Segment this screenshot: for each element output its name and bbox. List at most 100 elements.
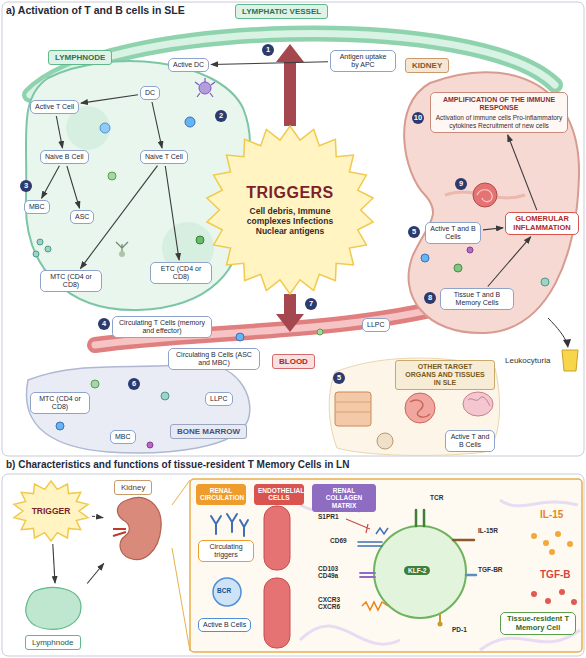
region-outline xyxy=(26,588,81,630)
label-text: Circulating B Cells (ASC and MBC) xyxy=(173,351,255,367)
label-text: RENAL CIRCULATION xyxy=(200,487,242,502)
target-organ xyxy=(463,392,493,416)
endothelial-cell xyxy=(264,578,290,648)
label-wrap: IL-15R xyxy=(478,527,498,534)
label-wrap: CD103 CD49a xyxy=(318,565,358,580)
cell-label: MTC (CD4 or CD8) xyxy=(30,392,90,414)
cytokine-dots xyxy=(549,549,555,555)
label-text: Tissue T and B Memory Cells xyxy=(445,291,509,307)
target-organ xyxy=(410,400,430,417)
receptor-name: BCR xyxy=(217,587,231,594)
dendritic-cell xyxy=(199,82,211,94)
dendritic-cell xyxy=(195,78,215,97)
lymphocyte xyxy=(119,251,125,257)
circulating-trigger-icon xyxy=(211,514,248,536)
leukocyturia-cup xyxy=(563,339,571,348)
connector-arrow xyxy=(87,564,104,584)
label-text: ASC xyxy=(75,213,89,221)
label-wrap: PD-1 xyxy=(452,626,467,633)
target-organ xyxy=(468,397,490,406)
label-wrap: KLF-2 xyxy=(404,566,430,575)
label-text: Tissue-resident T Memory Cell xyxy=(505,615,571,632)
label-text: BLOOD xyxy=(279,357,308,366)
leukocyturia-cup xyxy=(548,318,567,343)
label-wrap: b) Characteristics and functions of tiss… xyxy=(6,459,349,470)
callout-number: 3 xyxy=(20,180,32,192)
zoom-panel xyxy=(300,500,580,650)
zoom-panel xyxy=(172,548,190,651)
target-organ xyxy=(405,393,435,423)
connector-arrow xyxy=(165,166,179,260)
glomerulus xyxy=(473,183,497,207)
label-text: Lymphnode xyxy=(25,635,81,650)
label-text: GLOMERULAR INFLAMMATION xyxy=(510,215,574,232)
region-outline xyxy=(26,363,249,453)
starburst-outline xyxy=(14,481,88,541)
blood-cell xyxy=(317,329,323,335)
connector-arrow xyxy=(211,62,328,65)
cell-label: LLPC xyxy=(362,318,390,332)
factor-name: KLF-2 xyxy=(404,566,430,575)
connector-arrow xyxy=(81,95,138,103)
marrow-cell xyxy=(56,422,64,430)
heading-wrap: Lymphnode xyxy=(25,635,81,650)
panel-title: b) Characteristics and functions of tiss… xyxy=(6,459,349,470)
label-text: LYMPHATIC VESSEL xyxy=(242,7,321,16)
zoom-panel xyxy=(172,480,190,505)
label-text: Naive B Cell xyxy=(45,153,84,161)
label-text: Kidney xyxy=(114,480,152,495)
cytokine-dots xyxy=(531,591,537,597)
label-text: Active B Cells xyxy=(203,621,246,629)
trigger-star: TRIGGER xyxy=(12,480,90,542)
lymphatic-vessel xyxy=(30,34,555,95)
cell-label: Circulating triggers xyxy=(198,540,254,562)
label-text: OTHER TARGET ORGANS AND TISSUES IN SLE xyxy=(395,360,495,390)
heading-wrap: Kidney xyxy=(114,480,152,495)
label-text: MBC xyxy=(29,203,45,211)
label-wrap: 6 xyxy=(128,378,140,390)
receptor-name: CD103 CD49a xyxy=(318,565,358,580)
leukocyturia-cup xyxy=(548,318,578,371)
panel-frame xyxy=(2,474,584,656)
band-label: LYMPHATIC VESSEL xyxy=(235,4,328,19)
cell-label: Active T Cell xyxy=(30,100,79,114)
endothelial-cell xyxy=(264,506,290,648)
organ-region: KIDNEYAMPLIFICATION OF THE IMMUNE RESPON… xyxy=(385,55,582,337)
callout-number: 2 xyxy=(215,110,227,122)
label-wrap: 9 xyxy=(455,178,467,190)
kidney-immune-cell xyxy=(421,254,429,262)
region-outline xyxy=(26,61,250,310)
cell-label: ASC xyxy=(70,210,94,224)
t-memory-cell xyxy=(466,574,476,577)
circulating-trigger-icon xyxy=(211,514,248,536)
callout-number: 1 xyxy=(262,44,274,56)
heading-wrap: LYMPHNODE xyxy=(48,50,112,65)
label-text: LLPC xyxy=(210,395,228,403)
heading-wrap: KIDNEY xyxy=(405,58,449,73)
region-outline xyxy=(404,72,579,333)
lymphocyte xyxy=(45,246,51,252)
cell-label: Tissue T and B Memory Cells xyxy=(440,288,514,310)
trigger-arrow xyxy=(276,294,304,332)
region-outline xyxy=(113,529,126,536)
endothelial-cell xyxy=(264,506,290,570)
cytokine-dots xyxy=(555,531,561,537)
callout-number: 8 xyxy=(424,292,436,304)
note-text: Leukocyturia xyxy=(505,356,550,365)
trigger-star: TRIGGERSCell debris, Immune complexes In… xyxy=(205,125,375,295)
lymphocyte xyxy=(33,117,204,257)
label-text: MTC (CD4 or CD8) xyxy=(35,395,85,411)
kidney-immune-cell xyxy=(454,264,462,272)
target-organ xyxy=(335,402,371,412)
cell-label: Active B Cells xyxy=(198,618,251,632)
zoom-panel xyxy=(172,479,582,652)
label-text: Naive T Cell xyxy=(145,153,183,161)
cell-label: Tissue-resident T Memory Cell xyxy=(500,612,576,635)
glomerulus xyxy=(473,183,497,207)
label-text: Active T and B Cells xyxy=(450,433,490,449)
label-text: BONE MARROW xyxy=(170,424,247,439)
star-content: TRIGGER xyxy=(12,480,90,542)
blood-vessel xyxy=(95,300,470,345)
receptor-name: PD-1 xyxy=(452,626,467,633)
label-wrap: TCR xyxy=(430,494,443,501)
